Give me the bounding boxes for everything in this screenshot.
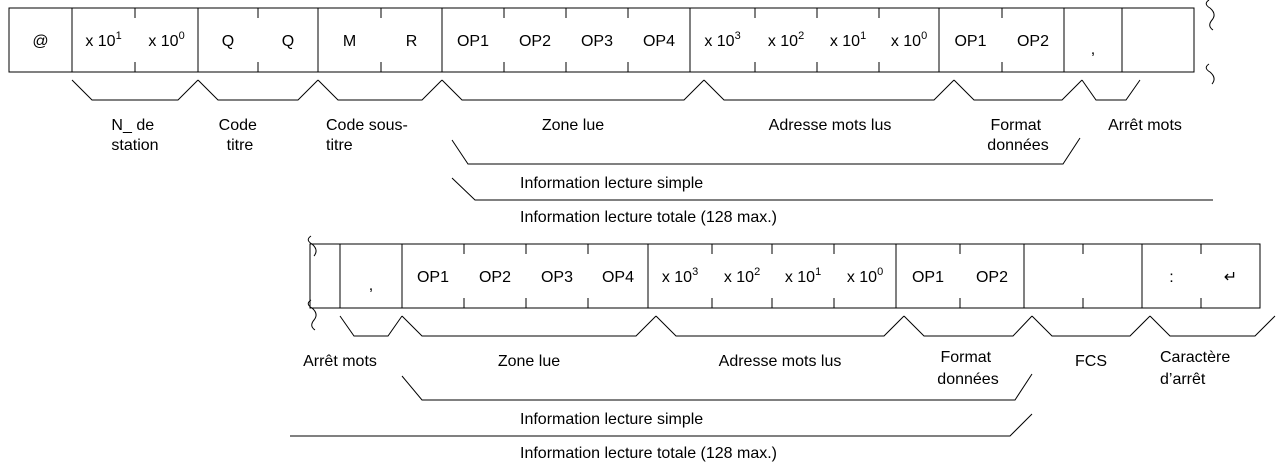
frame2-cell-15: ↵ xyxy=(1224,269,1237,286)
frame1-label-read-area: Zone lue xyxy=(542,117,604,134)
frame1-outline xyxy=(8,7,1195,73)
frame1-label-single-read: Information lecture simple xyxy=(520,175,703,192)
frame2-brace-single-read xyxy=(401,373,1033,401)
frame2-cell-7: x 102 xyxy=(724,266,760,286)
frame1-cell-6: R xyxy=(406,33,418,50)
frame2-label-word-stop: Arrêt mots xyxy=(303,353,377,370)
frame1-label-data-format: Format données xyxy=(987,117,1048,154)
frame2-cell-3: OP2 xyxy=(479,269,511,286)
frame2-brace-total-read xyxy=(290,413,1033,437)
frame2-cell-8: x 101 xyxy=(785,266,821,286)
frame1-label-subtitle-code: Code sous- titre xyxy=(326,117,412,154)
frame1-label-title-code: Code titre xyxy=(219,117,262,154)
frame1-cell-5: M xyxy=(343,33,356,50)
frame1-cell-8: OP2 xyxy=(519,33,551,50)
frame1-label-word-stop: Arrêt mots xyxy=(1108,117,1182,134)
frame2-brace-read-area xyxy=(401,315,657,337)
frame1-cell-17: , xyxy=(1091,41,1095,58)
frame1-brace-read-area xyxy=(441,79,705,101)
frame2-brace-word-stop xyxy=(339,315,403,337)
frame2-cells: , OP1 OP2 OP3 OP4 x 103 x 102 x 101 x 100 OP1 OP2:… xyxy=(309,243,1261,309)
frame1-cell-16: OP2 xyxy=(1017,33,1049,50)
frame1-brace-data-format xyxy=(953,79,1083,101)
frame2-cell-10: OP1 xyxy=(912,269,944,286)
frame1-continuation-mark-top xyxy=(1205,0,1215,31)
frame1-cell-14: x 100 xyxy=(891,30,927,50)
frame2-continuation-mark-top xyxy=(307,235,317,257)
frame1-brace-single-read xyxy=(451,137,1081,165)
frame1-cell-9: OP3 xyxy=(581,33,613,50)
frame1-cell-3: Q xyxy=(222,33,234,50)
frame1-brace-title-code xyxy=(197,79,319,101)
frame1-label-station: N_ de station xyxy=(111,117,158,154)
frame2-label-word-address: Adresse mots lus xyxy=(719,353,842,370)
frame1-label-word-address: Adresse mots lus xyxy=(769,117,892,134)
frame2-label-total-read: Information lecture totale (128 max.) xyxy=(520,445,777,462)
frame2-label-fcs: FCS xyxy=(1075,353,1107,370)
frame1-cell-10: OP4 xyxy=(643,33,675,50)
frame2-cell-5: OP4 xyxy=(602,269,634,286)
frame2-cell-9: x 100 xyxy=(847,266,883,286)
frame1-label-total-read: Information lecture totale (128 max.) xyxy=(520,209,777,226)
frame1-brace-total-read xyxy=(451,177,1213,201)
frame2-label-single-read: Information lecture simple xyxy=(520,411,703,428)
frame2-cell-2: OP1 xyxy=(417,269,449,286)
frame2-cell-14: : xyxy=(1169,269,1173,286)
frame1-brace-station xyxy=(71,79,199,101)
frame2-cell-1: , xyxy=(369,277,373,294)
frame2-brace-word-address xyxy=(655,315,905,337)
frame2-cell-4: OP3 xyxy=(541,269,573,286)
frame1-cell-11: x 103 xyxy=(704,30,740,50)
frame1-cell-13: x 101 xyxy=(830,30,866,50)
frame2-outline xyxy=(309,243,1261,309)
frame1-brace-word-stop xyxy=(1081,79,1141,101)
frame2-label-stop-char: Caractère d’arrêt xyxy=(1160,349,1235,388)
frame1-cell-7: OP1 xyxy=(457,33,489,50)
frame2-cell-6: x 103 xyxy=(662,266,698,286)
frame1-brace-word-address xyxy=(703,79,955,101)
frame1-cell-1: x 101 xyxy=(85,30,121,50)
frame2-brace-stop-char xyxy=(1149,315,1276,337)
frame2-continuation-mark-bottom xyxy=(307,299,317,331)
frame1-cell-2: x 100 xyxy=(148,30,184,50)
frame1-cell-0: @ xyxy=(32,33,48,50)
frame2-label-data-format: Format données xyxy=(937,349,998,388)
frame2-brace-fcs xyxy=(1031,315,1151,337)
frame1-brace-subtitle-code xyxy=(317,79,443,101)
frame1-cell-12: x 102 xyxy=(768,30,804,50)
frame2-brace-data-format xyxy=(903,315,1033,337)
frame1-cell-15: OP1 xyxy=(954,33,986,50)
frame1-cells: @ x 101 x 100 Q Q M R OP1 OP2 OP3 OP4 x 103 x 102 x 1… xyxy=(8,7,1195,73)
frame2-cell-11: OP2 xyxy=(976,269,1008,286)
frame1-continuation-mark-bottom xyxy=(1205,63,1215,85)
frame2-label-read-area: Zone lue xyxy=(498,353,560,370)
frame1-cell-4: Q xyxy=(282,33,294,50)
